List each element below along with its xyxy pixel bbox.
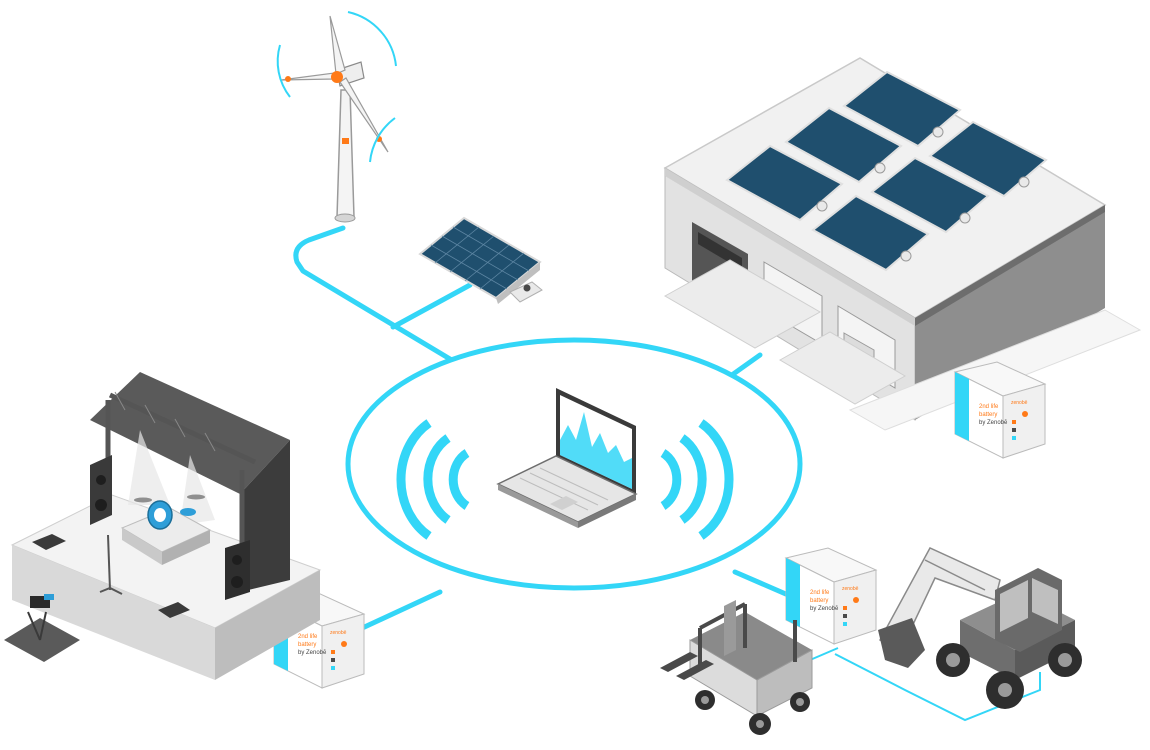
battery-unit-vehicles: 2nd life battery by Zenobē zenobē	[784, 547, 878, 645]
battery-label-3: by Zenobē	[298, 650, 327, 656]
concert-stage-icon	[4, 372, 322, 680]
excavator-icon	[878, 547, 1082, 709]
battery-brand: zenobē	[1011, 400, 1028, 406]
forklift-icon	[660, 600, 813, 735]
link-wind-to-hub	[293, 225, 458, 365]
battery-brand: zenobē	[842, 586, 859, 592]
cable-excavator	[834, 653, 1041, 722]
wifi-waves-right-icon	[660, 419, 734, 540]
battery-label-1: 2nd life	[979, 404, 999, 410]
battery-unit-warehouse: 2nd life battery by Zenobē zenobē	[953, 361, 1047, 459]
camera-dolly-icon	[4, 594, 80, 662]
solar-panel-icon	[418, 216, 543, 304]
link-solar-to-hub	[390, 282, 473, 330]
drum-kit-icon	[134, 494, 205, 530]
battery-label-2: battery	[810, 598, 828, 604]
roof-solar-panels	[725, 70, 1048, 272]
battery-label-1: 2nd life	[298, 634, 318, 640]
link-stage-to-hub	[355, 589, 443, 633]
battery-brand: zenobē	[330, 630, 347, 636]
battery-label-3: by Zenobē	[979, 420, 1008, 426]
wind-turbine-icon	[276, 11, 397, 223]
battery-label-2: battery	[979, 412, 997, 418]
connection-lines	[293, 225, 798, 633]
wifi-waves-left-icon	[396, 419, 470, 540]
battery-label-1: 2nd life	[810, 590, 830, 596]
battery-label-2: battery	[298, 642, 316, 648]
link-vehicles-to-hub	[732, 569, 798, 601]
laptop-icon	[496, 388, 638, 528]
battery-label-3: by Zenobē	[810, 606, 839, 612]
